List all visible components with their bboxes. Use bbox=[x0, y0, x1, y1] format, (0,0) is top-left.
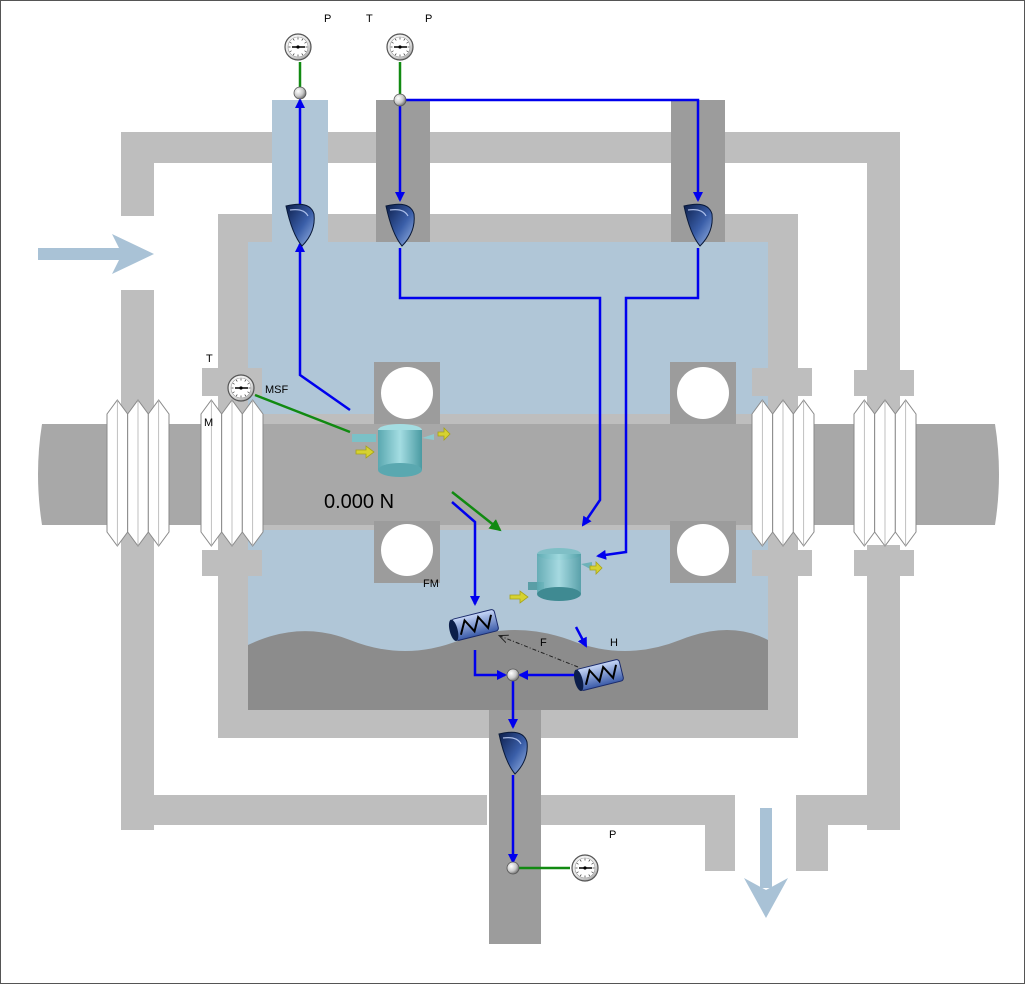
label-t-top: T bbox=[366, 13, 373, 25]
heat-flux-signal-line bbox=[500, 636, 579, 668]
bellows-icon bbox=[106, 399, 170, 547]
junction-node-icon bbox=[293, 86, 307, 100]
pressure-gauge-icon bbox=[386, 33, 414, 61]
bellows-icon bbox=[200, 399, 264, 547]
junction-node-icon bbox=[506, 668, 520, 682]
heat-exchanger-left-icon bbox=[448, 609, 499, 642]
label-p-bottom: P bbox=[609, 829, 616, 841]
label-h: H bbox=[610, 637, 618, 649]
label-p-top-right: P bbox=[425, 13, 432, 25]
pressure-gauge-icon bbox=[227, 374, 255, 402]
inlet-flow-arrow-icon bbox=[38, 234, 154, 274]
junction-node-icon bbox=[393, 93, 407, 107]
nozzle-icon bbox=[385, 203, 415, 247]
label-fm: FM bbox=[423, 578, 439, 590]
junction-node-icon bbox=[506, 861, 520, 875]
pressure-gauge-icon bbox=[571, 854, 599, 882]
label-p-top-left: P bbox=[324, 13, 331, 25]
label-m: M bbox=[204, 417, 213, 429]
outlet-flow-arrow-icon bbox=[744, 808, 788, 918]
nozzle-icon bbox=[498, 731, 528, 775]
label-msf: MSF bbox=[265, 384, 289, 396]
bellows-icon bbox=[853, 399, 917, 547]
frame-supports bbox=[202, 368, 914, 576]
label-t-left: T bbox=[206, 353, 213, 365]
sump-fluid bbox=[248, 630, 768, 710]
lower-tank-icon bbox=[528, 548, 592, 601]
nozzle-icon bbox=[683, 203, 713, 247]
bearing-blocks bbox=[374, 362, 736, 583]
pressure-gauge-icon bbox=[284, 33, 312, 61]
heat-exchanger-right-icon bbox=[573, 659, 624, 692]
sensor-signal-lines bbox=[254, 62, 570, 870]
flow-lines bbox=[295, 98, 703, 864]
label-f: F bbox=[540, 637, 547, 649]
bellows-icon bbox=[751, 399, 815, 547]
nozzle-icon bbox=[285, 203, 315, 247]
upper-tank-icon bbox=[352, 424, 434, 477]
outer-housing-frame bbox=[121, 132, 900, 871]
tank-port-arrows bbox=[355, 427, 603, 604]
force-readout: 0.000 N bbox=[324, 491, 394, 513]
